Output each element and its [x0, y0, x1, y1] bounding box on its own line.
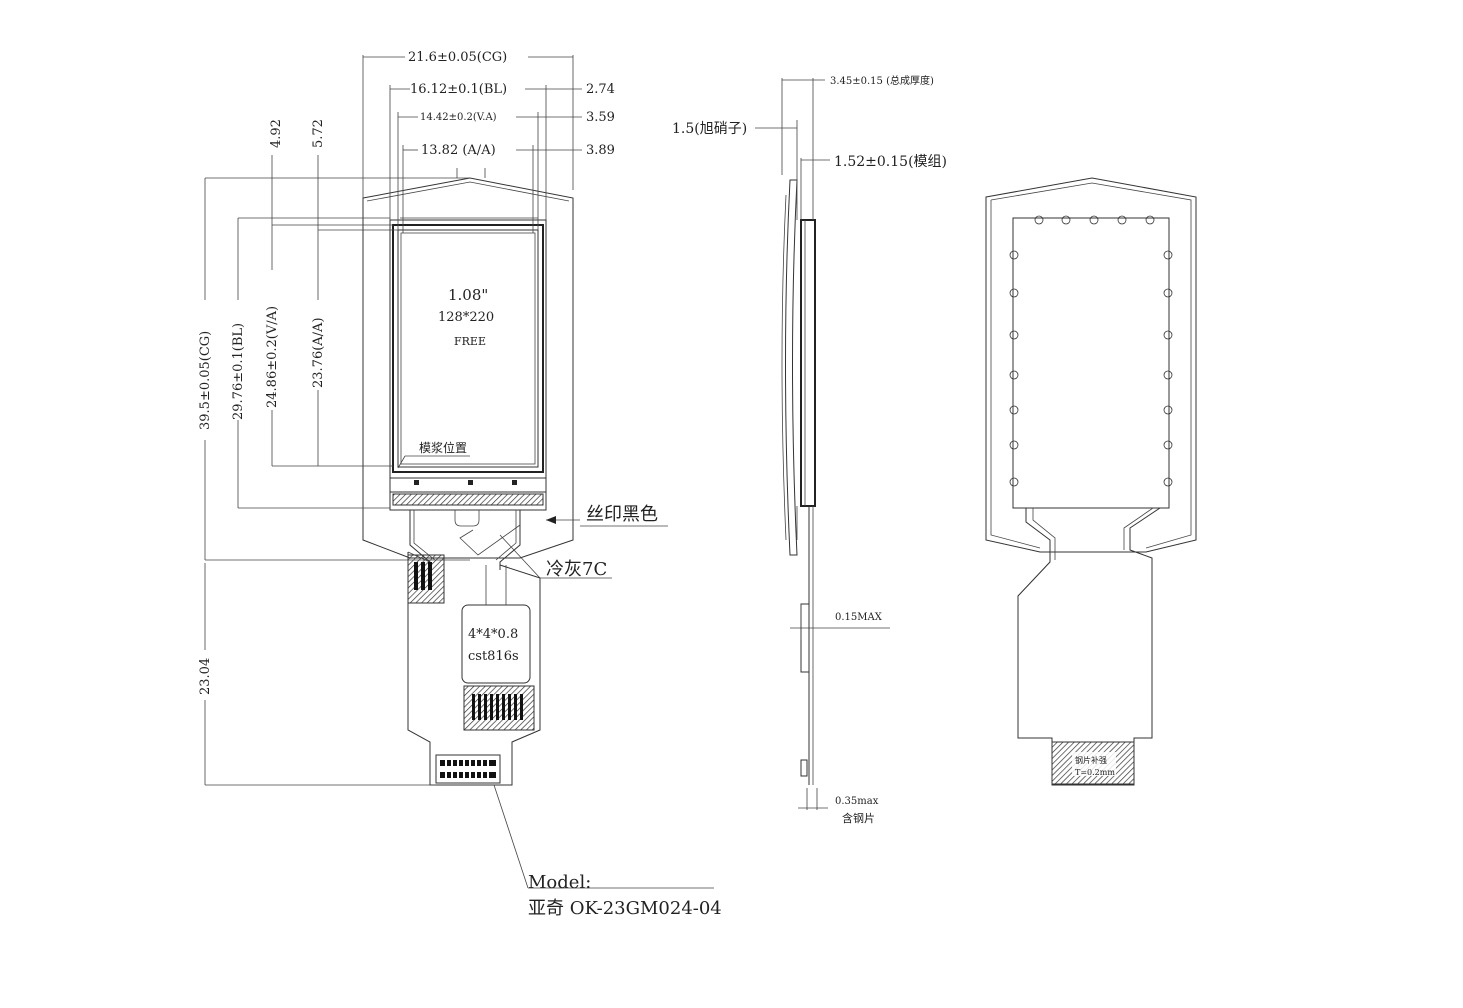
back-outline: [985, 177, 1197, 553]
cover-glass-outline: [362, 177, 574, 559]
left-dimensions: 39.5±0.05(CG) 29.76±0.1(BL) 24.86±0.2(V/…: [198, 119, 470, 786]
dim-fpc-length: 23.04: [198, 658, 213, 695]
silk-print-label: 丝印黑色: [586, 504, 658, 525]
screen-resolution-label: 128*220: [438, 310, 494, 325]
model-value: 亚奇 OK-23GM024-04: [528, 898, 722, 919]
side-module-thickness: 1.52±0.15(模组): [834, 154, 947, 170]
dim-top-572: 5.72: [311, 119, 326, 148]
side-total-thickness: 3.45±0.15 (总成厚度): [830, 74, 934, 87]
fpc-body: [407, 552, 541, 786]
fpc-gold-fingers: [435, 754, 501, 784]
dim-aa-height: 23.76(A/A): [311, 317, 326, 388]
side-module: [800, 219, 816, 507]
side-fpc-max: 0.15MAX: [835, 612, 883, 623]
dim-right-274: 2.74: [586, 82, 615, 97]
active-area-outline: [397, 229, 539, 468]
dim-right-389: 3.89: [586, 143, 615, 158]
side-stiffener-note: 含钢片: [842, 811, 875, 825]
connector-pad-top: [407, 554, 445, 604]
back-fpc: [1017, 507, 1161, 786]
cold-gray-label: 冷灰7C: [546, 559, 607, 580]
dim-va-width: 14.42±0.2(V.A): [420, 112, 497, 123]
callouts: 丝印黑色 冷灰7C Model: 亚奇 OK-23GM024-04: [493, 504, 722, 919]
dim-aa-width: 13.82 (A/A): [421, 143, 496, 158]
bottom-hatch-strip: [392, 493, 544, 506]
stiffener-thickness: T=0.2mm: [1075, 768, 1115, 777]
dim-right-359: 3.59: [586, 110, 615, 125]
back-plate: [1012, 217, 1170, 509]
side-stiffener-max: 0.35max: [835, 796, 879, 807]
front-view: 1.08" 128*220 FREE 模浆位置 4*4*0.8 cst816s: [198, 50, 722, 919]
top-dimensions: 21.6±0.05(CG) 16.12±0.1(BL) 2.74 14.42±0…: [362, 50, 615, 233]
touch-ic: [461, 604, 531, 684]
back-view: 钢片补强 T=0.2mm: [985, 177, 1197, 786]
side-view: 3.45±0.15 (总成厚度) 1.5(旭硝子) 1.52±0.15(模组) …: [672, 74, 947, 825]
dim-bl-height: 29.76±0.1(BL): [231, 323, 246, 420]
dim-cg-height: 39.5±0.05(CG): [198, 331, 213, 430]
side-glass: [785, 179, 798, 556]
dim-va-height: 24.86±0.2(V/A): [265, 306, 280, 408]
ic-package-label: 4*4*0.8: [468, 627, 518, 642]
dim-bl-width: 16.12±0.1(BL): [410, 82, 507, 97]
dim-cg-width: 21.6±0.05(CG): [408, 50, 507, 65]
dim-top-492: 4.92: [269, 119, 284, 148]
side-glass-thickness: 1.5(旭硝子): [672, 121, 747, 137]
stiffener-label: 钢片补强: [1075, 755, 1107, 765]
model-label: Model:: [528, 872, 591, 893]
screen-size-label: 1.08": [448, 286, 488, 304]
viewing-area-outline: [392, 224, 544, 473]
ic-part-label: cst816s: [468, 649, 519, 664]
screen-mode-label: FREE: [454, 335, 486, 348]
slurry-position-label: 模浆位置: [419, 440, 467, 455]
backlight-outline: [389, 219, 547, 511]
